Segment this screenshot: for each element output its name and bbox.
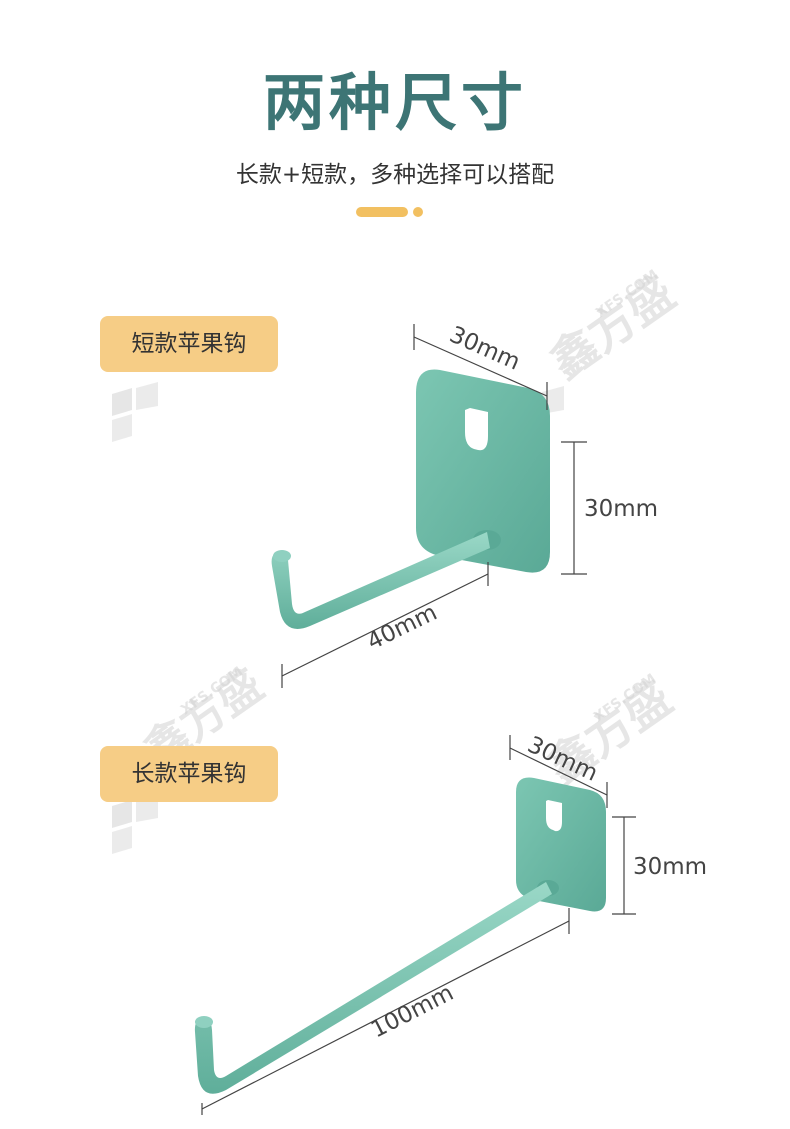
watermark-brand-text-3: 鑫方盛 <box>537 671 681 794</box>
short-width-label: 30mm <box>446 322 524 376</box>
short-hook: 30mm 30mm 40mm <box>271 322 658 688</box>
watermark-brand-text: 鑫方盛 <box>540 266 684 389</box>
long-height-label: 30mm <box>633 854 707 880</box>
decorative-dot <box>413 207 423 217</box>
short-length-label: 40mm <box>363 600 441 656</box>
long-width-dimension-line <box>509 747 608 796</box>
long-hook-tag: 长款苹果钩 <box>100 746 278 802</box>
long-hook-plate <box>516 777 606 912</box>
long-hook: 30mm 30mm 100mm <box>194 732 707 1115</box>
long-length-dimension-line <box>201 920 570 1110</box>
short-hook-tag: 短款苹果钩 <box>100 316 278 372</box>
short-hook-rod <box>271 532 490 629</box>
short-length-dimension-line <box>281 573 489 677</box>
page-title: 两种尺寸 <box>262 66 527 139</box>
short-height-label: 30mm <box>584 496 658 522</box>
long-hook-rod <box>194 882 552 1094</box>
decorative-bar <box>356 207 408 217</box>
short-width-dimension-line <box>413 336 548 397</box>
short-hook-plate <box>416 369 550 573</box>
short-hook-mount-hole <box>465 408 488 451</box>
long-hook-mount-hole <box>546 800 562 832</box>
page-subtitle: 长款+短款，多种选择可以搭配 <box>235 162 555 188</box>
